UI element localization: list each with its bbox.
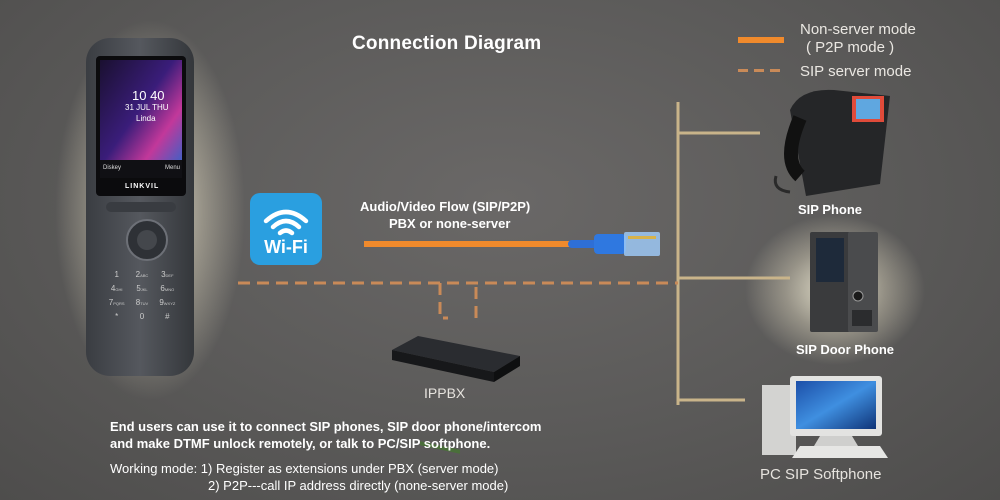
sip-door-phone-icon bbox=[810, 232, 878, 332]
pc-computer-icon bbox=[762, 376, 888, 458]
handset-time: 10 40 bbox=[132, 88, 165, 103]
description-line1: End users can use it to connect SIP phon… bbox=[110, 419, 542, 434]
key-6: 6MNO bbox=[160, 284, 175, 293]
key-star: * bbox=[115, 312, 119, 321]
handset-date: 31 JUL THU bbox=[125, 103, 169, 112]
legend-dashed-line bbox=[738, 69, 786, 72]
handset-soft-right: Menu bbox=[165, 165, 181, 171]
key-1: 1 bbox=[114, 270, 119, 279]
wifi-badge: Wi-Fi bbox=[250, 193, 322, 265]
legend-solid-sublabel: ( P2P mode ) bbox=[806, 39, 895, 56]
network-bus bbox=[676, 102, 790, 405]
sip-phone-label: SIP Phone bbox=[797, 202, 863, 217]
ethernet-cable-icon bbox=[568, 232, 660, 256]
key-3: 3DEF bbox=[161, 270, 174, 279]
ippbx-device-icon bbox=[392, 336, 520, 454]
working-mode-line1: Working mode: 1) Register as extensions … bbox=[110, 461, 499, 476]
key-8: 8TUV bbox=[135, 298, 149, 307]
flow-label-line2: PBX or none-server bbox=[389, 216, 511, 231]
legend-solid-label: Non-server mode bbox=[800, 21, 916, 38]
key-4: 4GHI bbox=[110, 284, 123, 293]
handset-keypad: 1 2ABC 3DEF 4GHI 5JKL 6MNO 7PQRS 8TUV 9W… bbox=[104, 270, 180, 321]
sip-server-dashed-lines bbox=[238, 281, 678, 320]
wifi-icon bbox=[263, 209, 309, 236]
key-5: 5JKL bbox=[136, 284, 148, 293]
description-line2: and make DTMF unlock remotely, or talk t… bbox=[110, 436, 491, 451]
flow-label-line1: Audio/Video Flow (SIP/P2P) bbox=[360, 199, 531, 214]
handset-brand: LINKVIL bbox=[125, 183, 160, 190]
diagram-title: Connection Diagram bbox=[352, 33, 542, 54]
sip-door-phone-label: SIP Door Phone bbox=[796, 342, 894, 357]
pc-softphone-label: PC SIP Softphone bbox=[760, 466, 882, 483]
wifi-label: Wi-Fi bbox=[264, 237, 308, 257]
legend-dashed-label: SIP server mode bbox=[800, 63, 912, 80]
handset-soft-left: Diskey bbox=[103, 165, 122, 171]
key-2: 2ABC bbox=[135, 270, 149, 279]
legend-solid-line bbox=[738, 37, 784, 43]
sip-desk-phone-icon bbox=[773, 89, 890, 196]
working-mode-line2: 2) P2P---call IP address directly (none-… bbox=[208, 478, 509, 493]
ippbx-label: IPPBX bbox=[424, 385, 466, 401]
key-hash: # bbox=[165, 312, 170, 321]
key-9: 9WXYZ bbox=[159, 298, 176, 307]
handset-user: Linda bbox=[136, 114, 156, 123]
key-0: 0 bbox=[139, 312, 145, 321]
key-7: 7PQRS bbox=[108, 298, 125, 307]
dect-handset-icon bbox=[86, 38, 194, 376]
